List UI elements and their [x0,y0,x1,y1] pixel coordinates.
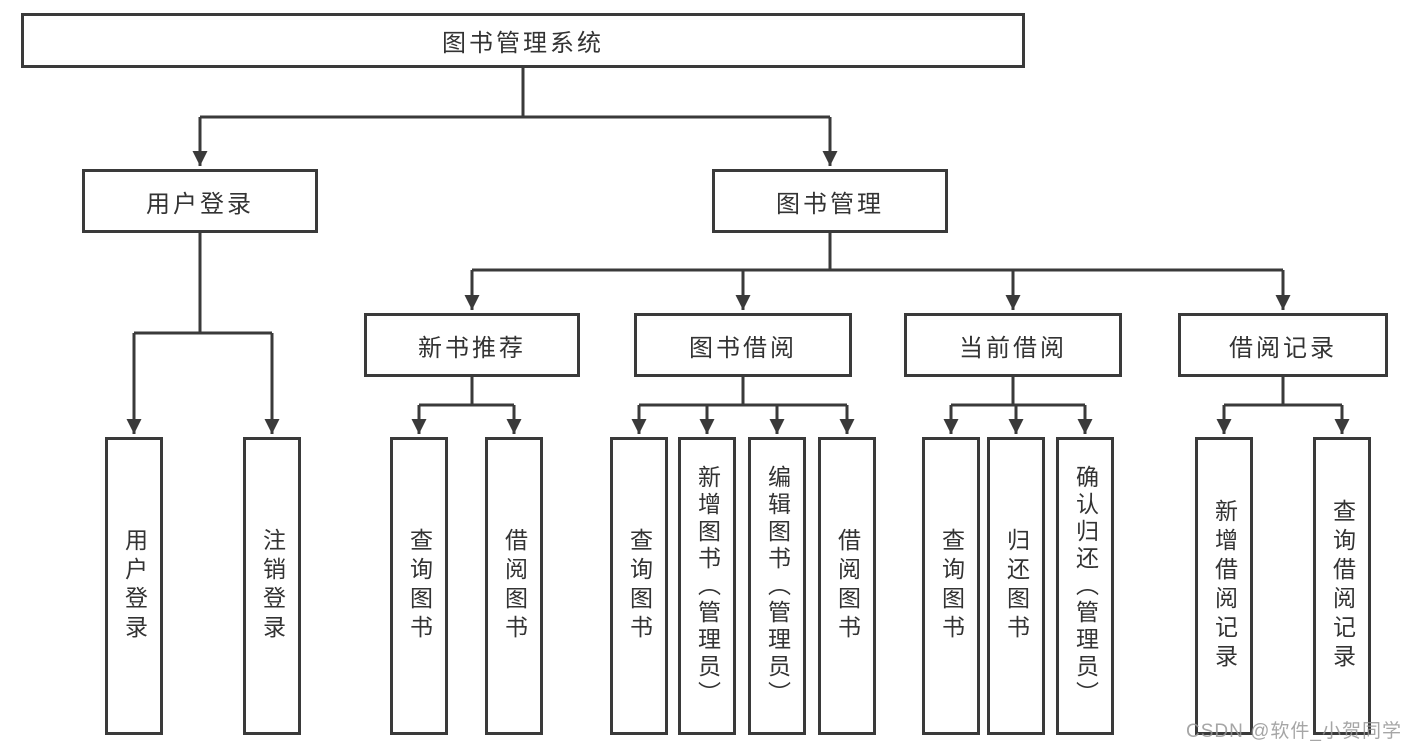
edge-current-trunk [951,377,1085,407]
leaf-logout: 注销登录 [243,437,301,735]
node-current-borrow: 当前借阅 [904,313,1122,377]
node-book-mgmt-branch: 图书管理 [712,169,948,233]
leaf-current-query-books: 查询图书 [922,437,980,735]
leaf-borrow-books: 借阅图书 [818,437,876,735]
edge-newbook-trunk [419,377,514,407]
csdn-watermark: CSDN @软件_小贺同学 [1186,721,1402,742]
leaf-edit-books-admin: 编辑图书（管理员） [748,437,806,735]
leaf-borrow-query-books: 查询图书 [610,437,668,735]
leaf-user-login: 用户登录 [105,437,163,735]
leaf-confirm-return-admin: 确认归还（管理员） [1056,437,1114,735]
leaf-return-books: 归还图书 [987,437,1045,735]
node-borrow-records: 借阅记录 [1178,313,1388,377]
edge-userlogin-trunk [134,233,272,335]
node-root-system: 图书管理系统 [21,13,1025,68]
node-user-login-branch: 用户登录 [82,169,318,233]
leaf-add-borrow-record: 新增借阅记录 [1195,437,1253,735]
leaf-add-books-admin: 新增图书（管理员） [678,437,736,735]
edge-borrow-trunk [639,377,847,407]
node-new-book-rec: 新书推荐 [364,313,580,377]
leaf-rec-borrow-books: 借阅图书 [485,437,543,735]
edge-records-trunk [1224,377,1342,407]
edge-root-trunk [200,68,830,119]
edge-bookmgmt-trunk [472,233,1283,272]
node-book-borrow: 图书借阅 [634,313,852,377]
leaf-query-borrow-record: 查询借阅记录 [1313,437,1371,735]
leaf-rec-query-books: 查询图书 [390,437,448,735]
